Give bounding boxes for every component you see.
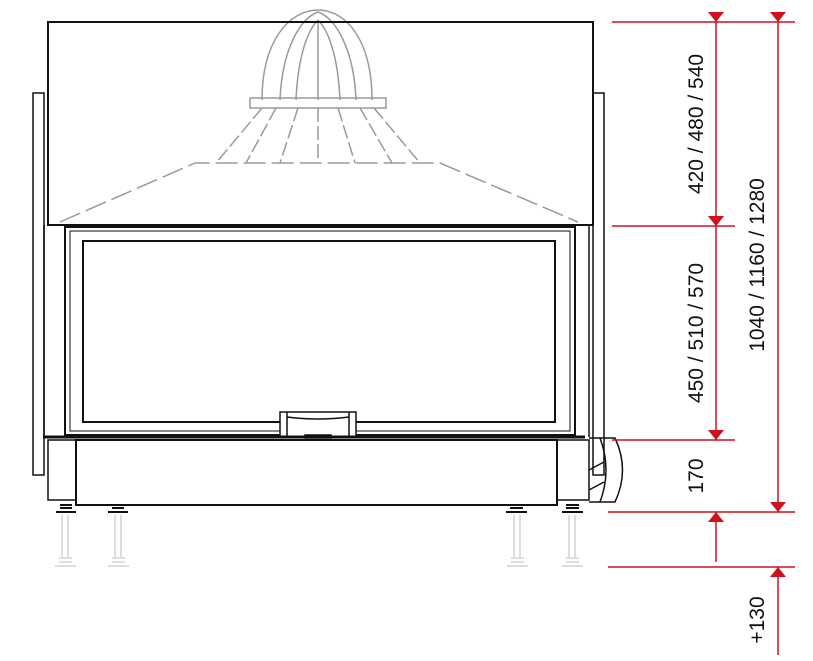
door-glass xyxy=(82,240,556,423)
dimension-base-label: 170 xyxy=(685,458,708,493)
hood-panel xyxy=(47,21,594,226)
door-handle xyxy=(279,411,357,439)
dimension-lines xyxy=(608,12,795,655)
dimension-extension-label: +130 xyxy=(746,596,769,643)
left-side-panel xyxy=(32,92,45,476)
dimension-total-label: 1040 / 1160 / 1280 xyxy=(746,178,769,352)
door-frame xyxy=(64,226,576,436)
right-side-panel xyxy=(592,92,605,476)
air-outlet xyxy=(588,437,624,503)
dimension-door-label: 450 / 510 / 570 xyxy=(685,263,708,403)
dome-outline xyxy=(59,9,579,223)
base-box xyxy=(75,439,558,506)
dimension-upper-label: 420 / 480 / 540 xyxy=(685,54,708,194)
adjustable-feet xyxy=(55,504,583,567)
